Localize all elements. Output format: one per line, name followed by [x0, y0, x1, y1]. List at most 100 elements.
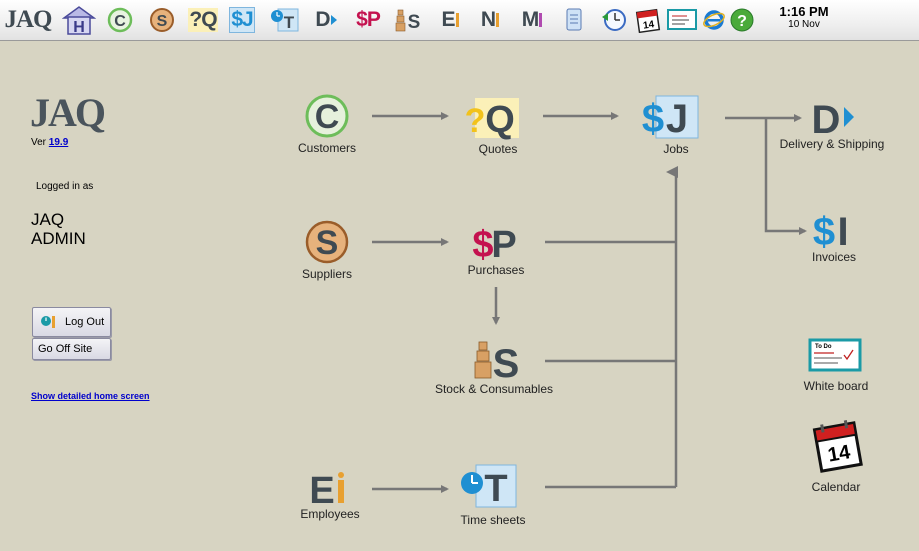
jobs-toolbar-letter: $J — [231, 8, 253, 31]
stock-toolbar-button[interactable]: S — [394, 6, 424, 34]
help-icon: ? — [730, 8, 754, 32]
employees-toolbar-letter: E — [441, 8, 455, 31]
purchases-toolbar-letter: $P — [356, 8, 381, 31]
quotes-node[interactable]: ? Q — [465, 96, 521, 141]
suppliers-node-letter: S — [316, 224, 339, 262]
arrow-right-icon — [330, 15, 337, 25]
timesheets-toolbar-letter: T — [284, 13, 295, 32]
clock-date: 10 Nov — [788, 19, 820, 30]
customers-node-icon: C — [305, 94, 349, 138]
timesheets-node-letter: T — [484, 468, 507, 509]
stock-icon: S — [395, 9, 421, 33]
whiteboard-label: White board — [803, 379, 869, 393]
info-mark-icon — [539, 13, 543, 27]
jobs-toolbar-button[interactable]: $J — [226, 6, 258, 34]
calendar-node[interactable]: 14 — [810, 418, 866, 474]
suppliers-toolbar-button[interactable]: S — [148, 6, 176, 34]
logged-in-label: Logged in as — [36, 181, 94, 192]
employees-node-letter: E — [309, 470, 334, 507]
quotes-node-prefix: ? — [465, 102, 485, 140]
quotes-icon: ?Q — [188, 8, 218, 32]
calendar-label: Calendar — [811, 480, 861, 494]
delivery-label: Delivery & Shipping — [779, 137, 885, 151]
purchases-node-letter: P — [491, 224, 516, 265]
help-toolbar-button[interactable]: ? — [728, 6, 756, 34]
suppliers-label: Suppliers — [301, 267, 353, 281]
suppliers-toolbar-letter: S — [157, 13, 168, 30]
user-name-line2: ADMIN — [31, 229, 86, 248]
jobs-node-letter: J — [666, 97, 688, 140]
invoices-node[interactable]: $ I — [812, 207, 858, 254]
delivery-node-letter: D — [812, 98, 841, 137]
m-toolbar-letter: M — [521, 8, 539, 31]
suppliers-icon: S — [150, 8, 174, 32]
quotes-label: Quotes — [478, 142, 518, 156]
jaq-logo-text: JAQ — [4, 6, 53, 33]
stock-label: Stock & Consumables — [434, 382, 554, 396]
history-toolbar-button[interactable] — [600, 6, 628, 34]
quotes-node-icon: ? Q — [465, 98, 519, 141]
invoices-node-letter: I — [837, 210, 848, 251]
quotes-toolbar-letter: ?Q — [189, 8, 217, 31]
workflow-arrows — [372, 112, 807, 493]
purchases-node[interactable]: $ P — [470, 221, 520, 266]
customers-node-letter: C — [315, 98, 340, 136]
svg-text:?: ? — [737, 13, 747, 30]
history-clock-icon — [602, 9, 626, 31]
clock-time: 1:16 PM — [779, 4, 829, 19]
timesheets-node-icon: T — [461, 464, 517, 510]
suppliers-node[interactable]: S — [305, 220, 349, 264]
customers-label: Customers — [297, 141, 357, 155]
home-icon: H — [62, 6, 96, 35]
calendar-node-icon: 14 — [812, 420, 863, 473]
document-toolbar-button[interactable] — [562, 6, 586, 34]
jaq-logo-button[interactable]: JAQ — [4, 6, 53, 34]
logout-label: Log Out — [65, 316, 105, 328]
show-detailed-home-link[interactable]: Show detailed home screen — [31, 391, 150, 401]
suppliers-node-icon: S — [305, 220, 349, 264]
whiteboard-node-header: To Do — [815, 344, 832, 350]
invoices-label: Invoices — [811, 250, 857, 264]
timeclock-icon — [41, 316, 55, 328]
calendar-toolbar-button[interactable]: 14 — [634, 6, 662, 34]
customers-node[interactable]: C — [305, 94, 349, 138]
purchases-node-prefix: $ — [472, 224, 493, 265]
whiteboard-toolbar-button[interactable] — [666, 6, 698, 34]
go-off-site-button[interactable]: Go Off Site — [32, 338, 111, 360]
customers-toolbar-letter: C — [114, 13, 126, 30]
employees-label: Employees — [300, 507, 360, 521]
stock-node-letter: S — [493, 342, 520, 381]
logout-button[interactable]: Log Out — [32, 307, 111, 337]
stock-node[interactable]: S — [472, 339, 522, 386]
browser-toolbar-button[interactable] — [700, 6, 728, 34]
timesheets-node[interactable]: T — [460, 463, 520, 510]
timesheets-label: Time sheets — [460, 513, 526, 527]
stock-toolbar-letter: S — [408, 12, 421, 33]
whiteboard-node-icon: To Do — [808, 338, 862, 372]
jaq-logo: JAQ — [30, 89, 106, 136]
whiteboard-node[interactable]: To Do — [808, 338, 862, 374]
employees-node[interactable]: E — [308, 467, 352, 512]
employees-toolbar-button[interactable]: E — [436, 6, 464, 34]
jaq-logo-large: JAQ — [30, 90, 106, 135]
n-toolbar-button[interactable]: N — [476, 6, 504, 34]
m-toolbar-button[interactable]: M — [516, 6, 548, 34]
quotes-toolbar-button[interactable]: ?Q — [188, 6, 218, 34]
timesheets-toolbar-button[interactable]: T — [268, 6, 300, 34]
jobs-node-prefix: $ — [642, 97, 664, 140]
jobs-node[interactable]: $ J — [642, 94, 702, 141]
purchases-node-icon: $ P — [472, 224, 516, 266]
invoices-node-icon: $ I — [813, 210, 849, 254]
purchases-toolbar-button[interactable]: $P — [352, 6, 384, 34]
document-icon — [566, 8, 582, 31]
version-link[interactable]: 19.9 — [48, 137, 69, 148]
jobs-label: Jobs — [663, 142, 689, 156]
home-button[interactable]: H — [62, 6, 96, 35]
customers-toolbar-button[interactable]: C — [106, 6, 134, 34]
delivery-node[interactable]: D — [810, 97, 860, 142]
delivery-toolbar-button[interactable]: D — [312, 6, 340, 34]
delivery-node-icon: D — [812, 98, 854, 142]
n-toolbar-letter: N — [480, 8, 496, 31]
calendar-node-day: 14 — [826, 441, 853, 467]
info-mark-icon — [455, 13, 459, 27]
